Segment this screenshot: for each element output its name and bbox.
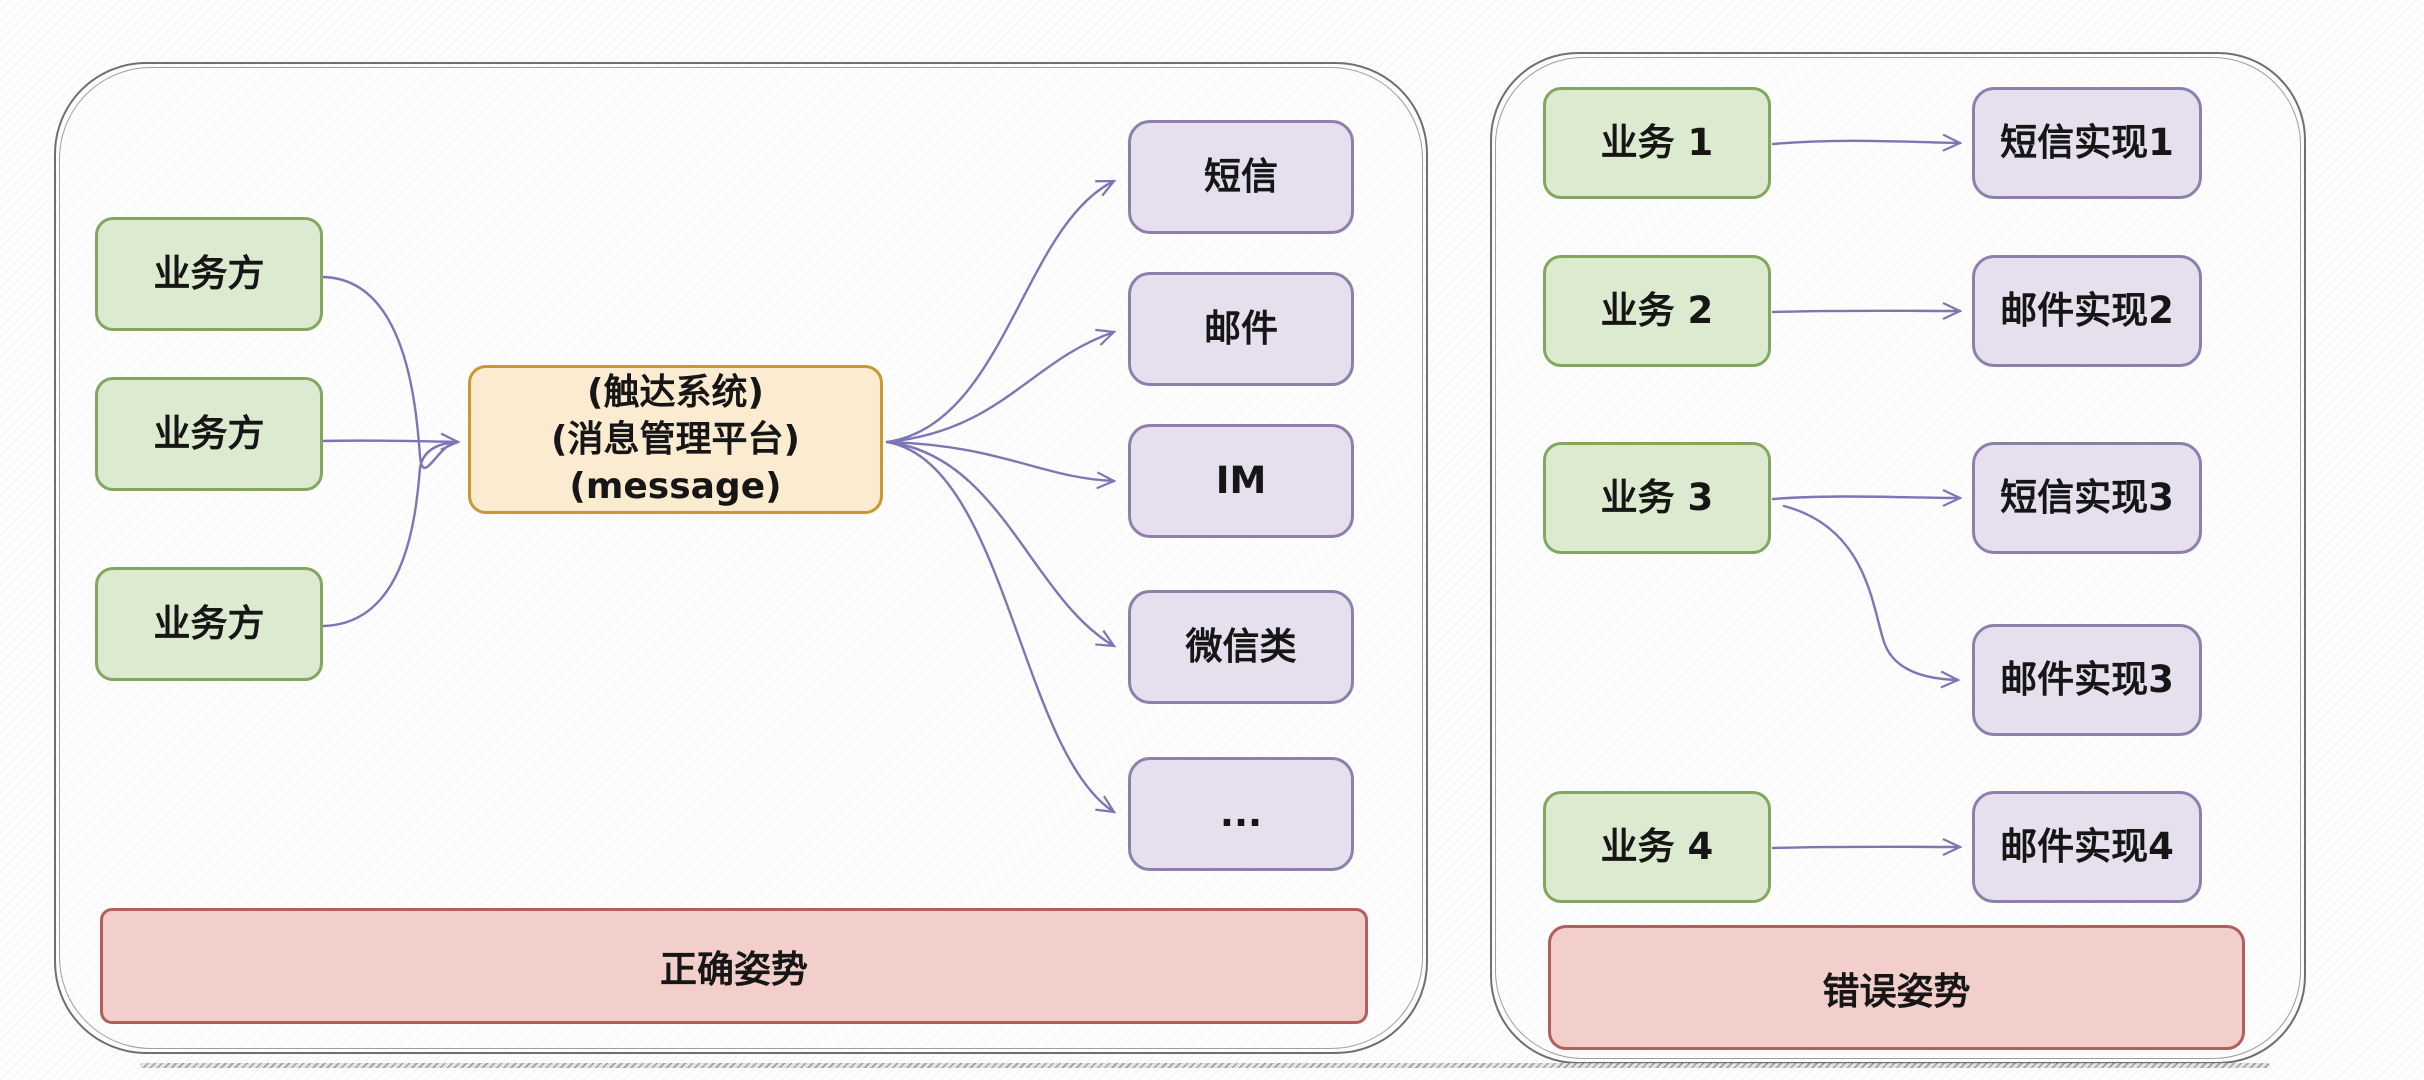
edge-biz4-impl5: [1771, 838, 1963, 856]
bottom-edge-line: [140, 1063, 2270, 1068]
edge-biz3-impl4: [1782, 504, 1961, 689]
node-channel-im: IM: [1128, 424, 1354, 538]
node-label: 邮件: [1204, 306, 1278, 350]
edge-biz1-impl1: [1771, 133, 1963, 152]
node-mail-impl-2: 邮件实现2: [1972, 255, 2202, 367]
edge-biz3-impl3: [1771, 489, 1963, 507]
edge-biz2-impl2: [1771, 302, 1963, 320]
node-label: ...: [1219, 791, 1263, 835]
edge-hub-mail: [885, 328, 1117, 444]
edge-hub-sms: [885, 179, 1117, 444]
node-business-4: 业务 4: [1543, 791, 1771, 903]
edge-hub-wechat: [885, 440, 1117, 648]
connector-lines-right: [1771, 133, 1963, 856]
hub-line-2: (消息管理平台): [551, 419, 800, 460]
node-business-source-3: 业务方: [95, 567, 323, 681]
edge-hub-more: [885, 440, 1117, 814]
node-label: 业务方: [153, 251, 265, 295]
node-label: 微信类: [1185, 624, 1297, 668]
caption-label: 正确姿势: [660, 948, 808, 991]
node-label: 邮件实现2: [2000, 288, 2174, 332]
caption-correct-posture: 正确姿势: [100, 908, 1368, 1024]
node-label: 短信实现3: [2000, 475, 2174, 519]
node-sms-impl-1: 短信实现1: [1972, 87, 2202, 199]
edge-hub-im: [885, 440, 1117, 490]
caption-wrong-posture: 错误姿势: [1548, 925, 2245, 1050]
node-label: 业务 2: [1600, 288, 1714, 332]
node-business-1: 业务 1: [1543, 87, 1771, 199]
node-label: IM: [1215, 458, 1267, 502]
node-business-source-1: 业务方: [95, 217, 323, 331]
node-mail-impl-3: 邮件实现3: [1972, 624, 2202, 736]
panel-wrong-architecture: 业务 1 业务 2 业务 3 业务 4 短信实现1 邮件实现2 短信实现3 邮件…: [1490, 52, 2306, 1064]
node-label: 业务 1: [1600, 120, 1714, 164]
node-channel-mail: 邮件: [1128, 272, 1354, 386]
node-channel-wechat: 微信类: [1128, 590, 1354, 704]
node-business-3: 业务 3: [1543, 442, 1771, 554]
node-channel-more: ...: [1128, 757, 1354, 871]
caption-label: 错误姿势: [1822, 969, 1971, 1013]
node-message-hub: (触达系统) (消息管理平台) (message): [468, 365, 883, 514]
node-label: 业务 4: [1600, 824, 1714, 868]
node-business-2: 业务 2: [1543, 255, 1771, 367]
hub-line-1: (触达系统): [587, 372, 764, 413]
node-mail-impl-4: 邮件实现4: [1972, 791, 2202, 903]
node-label: 短信实现1: [2000, 120, 2174, 164]
hub-line-3: (message): [569, 466, 782, 507]
edge-source3-hub: [321, 440, 460, 628]
node-label: 业务方: [153, 601, 265, 645]
node-label: 业务方: [153, 411, 265, 455]
edge-source2-hub: [321, 432, 461, 451]
node-label: 邮件实现3: [2000, 657, 2174, 701]
node-business-source-2: 业务方: [95, 377, 323, 491]
node-label: 短信: [1204, 154, 1278, 198]
node-label: 邮件实现4: [2000, 824, 2174, 868]
node-sms-impl-3: 短信实现3: [1972, 442, 2202, 554]
panel-correct-architecture: 业务方 业务方 业务方 (触达系统) (消息管理平台) (message) 短信…: [54, 62, 1428, 1054]
node-channel-sms: 短信: [1128, 120, 1354, 234]
node-label: 业务 3: [1600, 475, 1714, 519]
edge-source1-hub: [321, 275, 460, 470]
